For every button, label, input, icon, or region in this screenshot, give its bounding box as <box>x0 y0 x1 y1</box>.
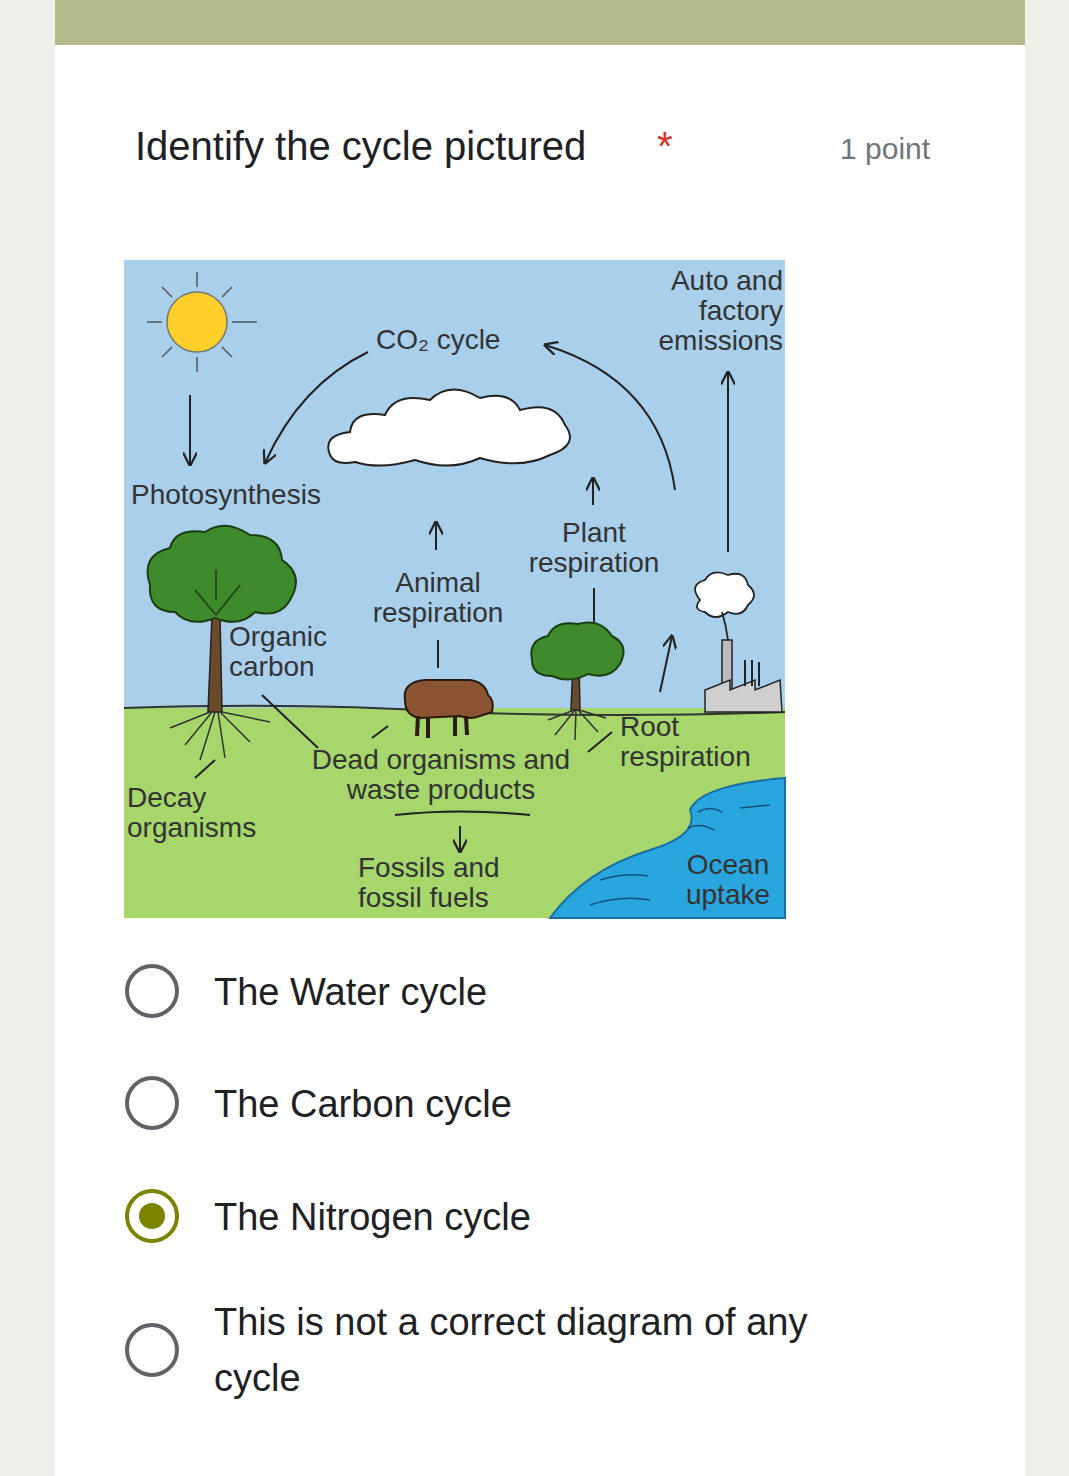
diagram-label: Dead organisms and waste products <box>285 745 597 805</box>
diagram-label: Auto and factory emissions <box>615 266 783 356</box>
diagram-label: Photosynthesis <box>131 480 371 510</box>
radio-dot <box>139 1203 165 1229</box>
points-label: 1 point <box>840 130 970 168</box>
cycle-diagram <box>124 260 785 918</box>
form-card <box>55 0 1025 1476</box>
diagram-label: Root respiration <box>620 712 785 772</box>
option-label: This is not a correct diagram of any cyc… <box>214 1294 904 1406</box>
option-label: The Carbon cycle <box>214 1076 894 1132</box>
diagram-label: Ocean uptake <box>672 850 784 910</box>
required-mark: * <box>657 122 687 170</box>
radio-selected <box>127 1191 177 1241</box>
cow-figure <box>405 680 493 738</box>
option-label: The Water cycle <box>214 964 894 1020</box>
diagram-label: CO₂ cycle <box>376 325 536 355</box>
diagram-label: Fossils and fossil fuels <box>358 853 538 913</box>
option-label: The Nitrogen cycle <box>214 1189 894 1245</box>
header-bar <box>55 0 1025 45</box>
question-title: Identify the cycle pictured <box>135 122 586 170</box>
factory-figure <box>695 572 782 712</box>
diagram-label: Animal respiration <box>352 568 524 628</box>
diagram-label: Organic carbon <box>229 622 351 682</box>
diagram-label: Decay organisms <box>127 783 292 843</box>
radio-buttons <box>127 966 177 1375</box>
diagram-label: Plant respiration <box>508 518 680 578</box>
